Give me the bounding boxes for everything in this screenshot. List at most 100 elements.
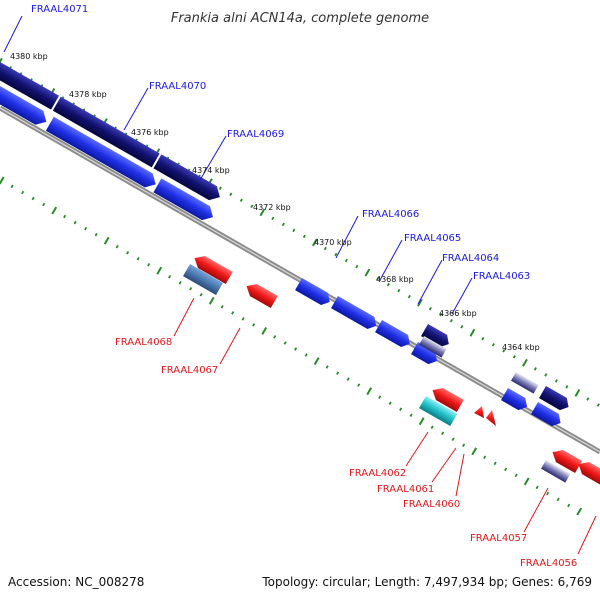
minor-tick <box>451 437 455 442</box>
minor-tick <box>512 355 516 359</box>
minor-tick <box>493 461 497 466</box>
gene-arrow-fraal4067[interactable] <box>243 280 278 309</box>
forward-strand-genes <box>0 52 572 429</box>
minor-tick <box>533 367 537 371</box>
minor-tick <box>147 262 151 267</box>
gene-label-fraal4067[interactable]: FRAAL4067 <box>161 365 218 376</box>
gene-label-fraal4066[interactable]: FRAAL4066 <box>362 209 419 220</box>
minor-tick <box>346 377 350 381</box>
kbp-label: 4366 kbp <box>439 309 477 318</box>
map-title: Frankia alni ACN14a, complete genome <box>171 11 429 26</box>
minor-tick <box>126 250 130 255</box>
minor-tick <box>502 349 506 353</box>
major-tick <box>522 358 528 367</box>
major-tick <box>576 507 583 516</box>
major-tick <box>261 326 268 335</box>
minor-tick <box>63 214 67 219</box>
gene-arrow-fraal4066[interactable] <box>295 278 333 308</box>
minor-tick <box>386 282 390 287</box>
major-tick <box>312 238 318 247</box>
minor-tick <box>281 222 285 227</box>
gene-arrow-fraal4063[interactable] <box>421 324 452 350</box>
major-tick <box>51 206 58 215</box>
gene-label-fraal4070[interactable]: FRAAL4070 <box>149 81 206 92</box>
minor-tick <box>449 318 453 323</box>
minor-tick <box>378 395 382 399</box>
gene-label-fraal4068[interactable]: FRAAL4068 <box>115 337 172 348</box>
reverse-strand-genes <box>183 252 600 486</box>
kbp-label: 4380 kbp <box>10 52 48 61</box>
topology-text: Topology: circular; Length: 7,497,934 bp… <box>261 575 592 589</box>
gene-label-fraal4064[interactable]: FRAAL4064 <box>442 253 499 264</box>
gene-arrow-fraal4063b[interactable] <box>419 336 447 358</box>
minor-tick <box>441 431 445 436</box>
major-tick <box>417 298 423 307</box>
minor-tick <box>84 226 88 231</box>
minor-tick <box>21 190 25 195</box>
label-leader-lines <box>3 15 597 555</box>
major-tick <box>366 387 373 396</box>
forward-gene-labels: FRAAL4071 FRAAL4070 FRAAL4069 FRAAL4066 … <box>31 4 530 282</box>
minor-tick <box>491 343 495 347</box>
kbp-label: 4378 kbp <box>69 90 107 99</box>
gene-label-fraal4063[interactable]: FRAAL4063 <box>473 271 530 282</box>
minor-tick <box>168 274 172 279</box>
gene-arrow-navy-upper[interactable] <box>0 52 224 204</box>
minor-tick <box>344 258 348 263</box>
minor-tick <box>325 365 329 369</box>
minor-tick <box>73 220 77 225</box>
gene-arrow-fraal4062[interactable] <box>419 396 458 427</box>
minor-tick <box>292 228 296 233</box>
gene-arrow-fraal4061[interactable] <box>474 406 484 418</box>
minor-tick <box>229 192 233 197</box>
gene-arrow-fraal4065[interactable] <box>331 296 380 332</box>
gene-label-fraal4069[interactable]: FRAAL4069 <box>227 129 284 140</box>
minor-tick <box>302 234 306 239</box>
minor-tick <box>357 383 361 387</box>
gene-label-fraal4056[interactable]: FRAAL4056 <box>520 558 577 569</box>
gene-label-fraal4057[interactable]: FRAAL4057 <box>470 533 527 544</box>
gene-arrow-right-pale[interactable] <box>511 372 539 394</box>
gene-arrow-fraal4062-red[interactable] <box>429 384 464 413</box>
minor-tick <box>439 312 443 317</box>
gene-label-fraal4061[interactable]: FRAAL4061 <box>377 484 434 495</box>
gene-label-fraal4060[interactable]: FRAAL4060 <box>403 499 460 510</box>
minor-tick <box>565 385 569 389</box>
gene-arrow-fraal4056-red[interactable] <box>575 458 600 486</box>
kbp-label: 4376 kbp <box>131 128 169 137</box>
gene-label-fraal4071[interactable]: FRAAL4071 <box>31 4 88 15</box>
gene-arrow-fraal4064b[interactable] <box>411 342 441 367</box>
kbp-label: 4368 kbp <box>376 275 414 284</box>
major-tick <box>523 477 530 486</box>
minor-tick <box>407 294 411 299</box>
minor-tick <box>355 264 359 269</box>
gene-arrow-fraal4057[interactable] <box>541 460 571 483</box>
major-tick <box>469 328 476 337</box>
kbp-label: 4370 kbp <box>314 238 352 247</box>
minor-tick <box>294 347 298 351</box>
gene-arrow-fraal4064[interactable] <box>375 320 413 350</box>
major-tick <box>313 357 320 366</box>
gene-arrow-fraal4068[interactable] <box>183 264 223 296</box>
gene-arrow-fraal4068-red[interactable] <box>191 252 233 285</box>
major-tick <box>103 236 110 245</box>
gene-label-fraal4062[interactable]: FRAAL4062 <box>349 468 406 479</box>
major-tick <box>364 268 371 277</box>
minor-tick <box>178 281 182 285</box>
gene-label-fraal4065[interactable]: FRAAL4065 <box>404 233 461 244</box>
minor-tick <box>42 202 46 207</box>
gene-arrow-right-blue1[interactable] <box>501 388 531 413</box>
minor-tick <box>136 256 140 261</box>
gene-arrow-right-blue2[interactable] <box>531 402 564 429</box>
gene-arrow-right-navy[interactable] <box>539 386 572 413</box>
reverse-gene-labels: FRAAL4068 FRAAL4067 FRAAL4062 FRAAL4061 … <box>115 337 577 569</box>
gene-arrow-fraal4060[interactable] <box>486 410 496 426</box>
minor-tick <box>514 473 518 478</box>
genome-backbone <box>0 105 600 455</box>
gene-arrow-blue-lower[interactable] <box>0 76 217 224</box>
minor-tick <box>283 341 287 345</box>
minor-tick <box>430 425 434 429</box>
minor-tick <box>544 373 548 377</box>
major-tick <box>0 57 3 64</box>
gene-arrow-fraal4057-red[interactable] <box>549 446 583 474</box>
